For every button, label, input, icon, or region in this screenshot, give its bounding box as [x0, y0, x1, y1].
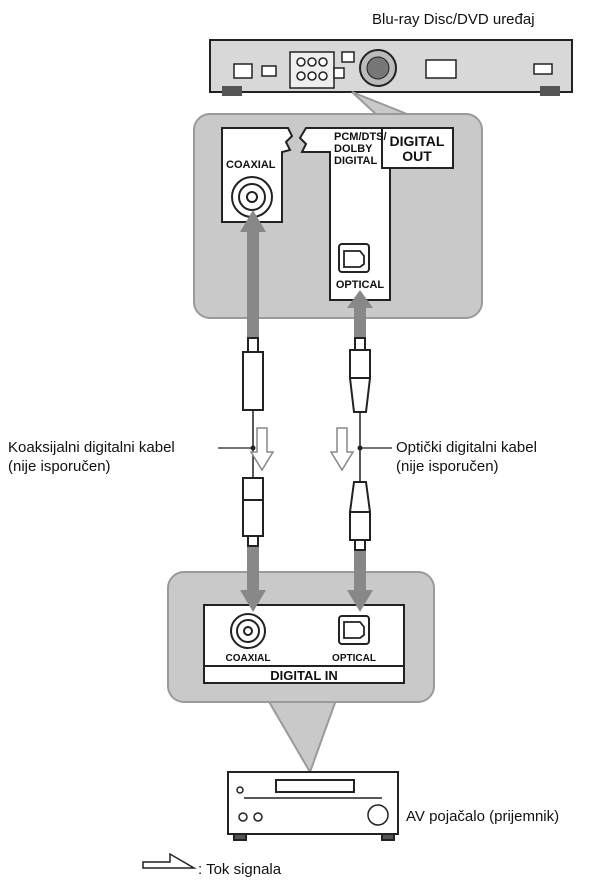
optical-cable-label: Optički digitalni kabel	[396, 439, 537, 456]
amplifier-label: AV pojačalo (prijemnik)	[406, 808, 560, 825]
amp-optical-label: OPTICAL	[332, 653, 376, 664]
amp-panel-callout	[167, 571, 435, 775]
player-panel-callout	[193, 91, 483, 319]
coaxial-cable-label: Koaksijalni digitalni kabel	[8, 439, 175, 456]
pcm-label-1: PCM/DTS/	[334, 131, 387, 143]
legend-label: : Tok signala	[198, 861, 282, 878]
digital-out-label-1: DIGITAL	[390, 133, 445, 149]
pcm-label-3: DIGITAL	[334, 155, 377, 167]
digital-in-label: DIGITAL IN	[270, 668, 337, 683]
av-amplifier	[227, 771, 399, 841]
coaxial-cable-note: (nije isporučen)	[8, 458, 111, 475]
player-coaxial-label: COAXIAL	[226, 159, 276, 171]
amp-coaxial-label: COAXIAL	[226, 653, 271, 664]
coaxial-cable	[242, 337, 275, 547]
signal-flow-icon	[142, 852, 197, 869]
player-optical-label: OPTICAL	[336, 279, 385, 291]
bluray-player	[209, 39, 573, 96]
optical-cable	[329, 337, 372, 551]
player-label: Blu-ray Disc/DVD uređaj	[372, 11, 535, 28]
pcm-label-2: DOLBY	[334, 143, 373, 155]
digital-out-label-2: OUT	[402, 148, 432, 164]
optical-cable-note: (nije isporučen)	[396, 458, 499, 475]
